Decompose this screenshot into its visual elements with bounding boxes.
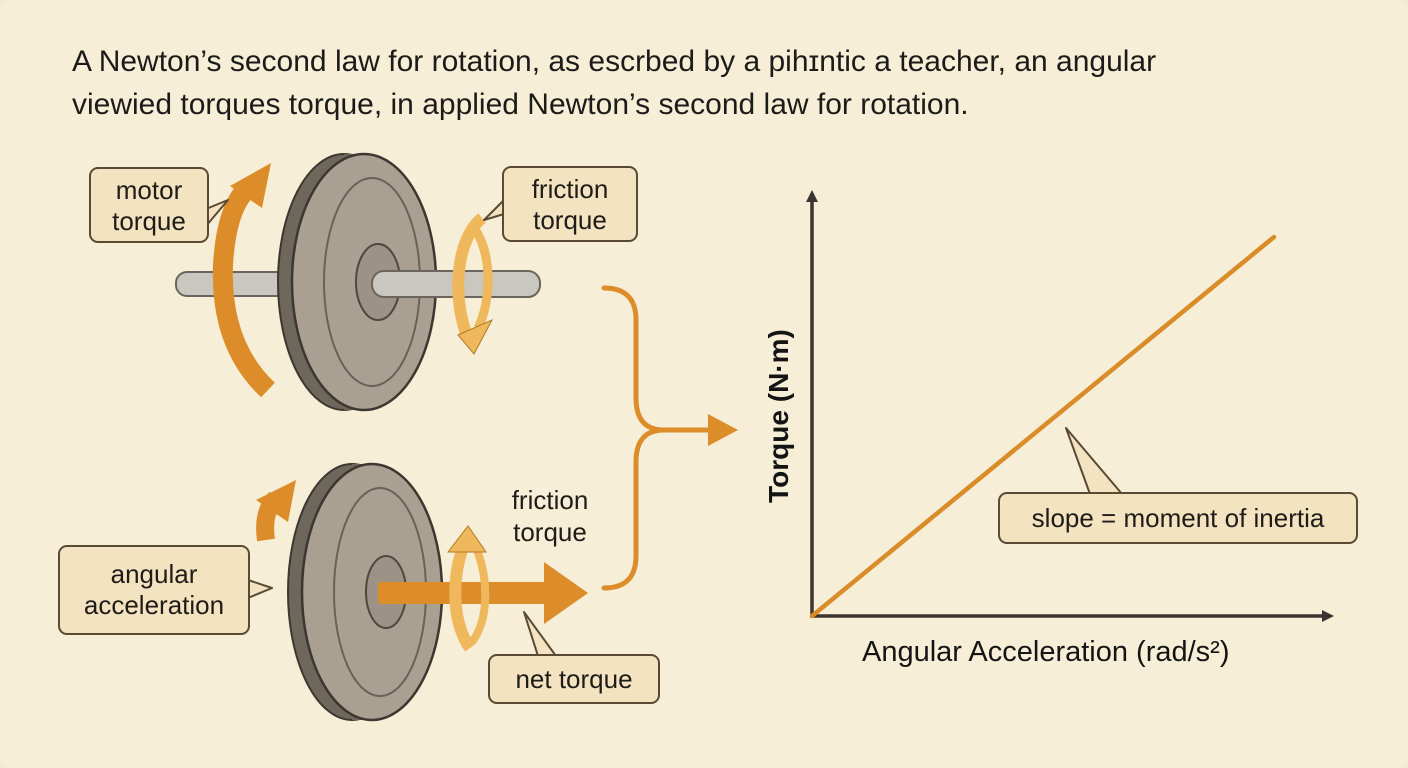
motor-torque-callout: motor torque <box>89 167 209 243</box>
friction-callout-pointer <box>483 199 505 221</box>
headline: A Newton’s second law for rotation, as e… <box>72 40 1272 126</box>
slope-note: slope = moment of inertia <box>1031 503 1325 533</box>
angular-acceleration-line-1: angular <box>110 559 198 589</box>
torque-graph <box>806 190 1334 622</box>
top-friction-torque-callout: friction torque <box>502 166 638 242</box>
headline-line-1: A Newton’s second law for rotation, as e… <box>72 45 1157 78</box>
top-friction-torque-line-2: torque <box>533 205 607 235</box>
slope-callout-pointer <box>1065 427 1123 495</box>
motor-torque-line-1: motor <box>115 175 183 205</box>
top-friction-torque-line-1: friction <box>531 174 609 204</box>
y-axis-label: Torque (N·m) <box>763 329 794 503</box>
net-torque-arrow <box>378 562 588 624</box>
net-torque-text: net torque <box>515 664 633 694</box>
combine-brace <box>601 285 738 591</box>
x-axis-label: Angular Acceleration (rad/s²) <box>862 636 1230 668</box>
slope-callout: slope = moment of inertia <box>998 492 1358 544</box>
bottom-friction-torque-line-2: torque <box>513 517 587 547</box>
bottom-friction-torque-arrow <box>446 525 490 652</box>
acceleration-callout-pointer <box>247 579 273 599</box>
motor-torque-arrow <box>212 163 276 398</box>
top-wheel-assembly <box>175 152 541 412</box>
angular-acceleration-arrow <box>256 480 296 542</box>
motor-torque-line-2: torque <box>112 206 186 236</box>
headline-line-2: viewied torques torque, in applied Newto… <box>72 88 969 121</box>
bottom-friction-torque-line-1: friction <box>511 485 589 515</box>
top-friction-torque-arrow <box>452 213 494 355</box>
net-torque-callout: net torque <box>488 654 660 704</box>
bottom-wheel-assembly <box>256 462 588 722</box>
angular-acceleration-line-2: acceleration <box>83 590 225 620</box>
angular-acceleration-callout: angular acceleration <box>58 545 250 635</box>
bottom-friction-torque-label: friction torque <box>488 484 612 548</box>
proportional-line <box>809 234 1277 619</box>
